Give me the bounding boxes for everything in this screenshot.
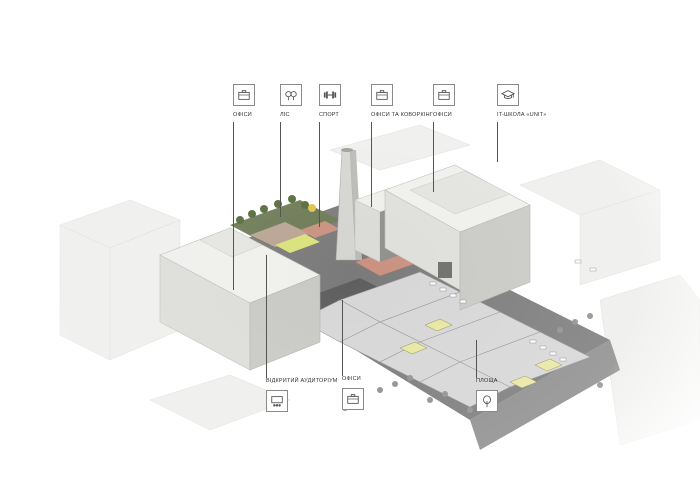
leader-line-offices-left <box>233 122 234 290</box>
callout-label: ПЛОЩА <box>476 378 498 384</box>
callout-label: СПОРТ <box>319 112 339 118</box>
briefcase-icon <box>371 84 393 106</box>
callout-coworking: ОФІСИ ТА КОВОРКІНГ <box>371 84 433 118</box>
leader-line-coworking <box>371 122 372 207</box>
callout-label: ОФІСИ <box>342 376 361 382</box>
leader-line-sport <box>319 122 320 227</box>
leader-line-offices-right <box>433 122 434 192</box>
callout-offices-bottom: ОФІСИ <box>342 376 364 410</box>
briefcase-icon <box>433 84 455 106</box>
briefcase-icon <box>342 388 364 410</box>
auditorium-icon <box>266 390 288 412</box>
callout-label: ОФІСИ <box>233 112 252 118</box>
callout-label: ВІДКРИТИЙ АУДИТОРІУМ <box>266 378 338 384</box>
callout-label: ОФІСИ <box>433 112 452 118</box>
callout-forest: ЛІС <box>280 84 302 118</box>
callout-label: ОФІСИ ТА КОВОРКІНГ <box>371 112 433 118</box>
callout-open-auditorium: ВІДКРИТИЙ АУДИТОРІУМ <box>266 378 338 412</box>
leader-line-offices-bottom <box>342 300 343 376</box>
dumbbell-icon <box>319 84 341 106</box>
leader-line-forest <box>280 122 281 217</box>
briefcase-icon <box>233 84 255 106</box>
trees-icon <box>280 84 302 106</box>
tree-icon <box>476 390 498 412</box>
leader-line-it-school <box>497 122 498 162</box>
callout-sport: СПОРТ <box>319 84 341 118</box>
callout-label: IT-ШКОЛА «UNIT» <box>497 112 547 118</box>
callout-it-school: IT-ШКОЛА «UNIT» <box>497 84 547 118</box>
callout-offices-left: ОФІСИ <box>233 84 255 118</box>
callout-offices-right: ОФІСИ <box>433 84 455 118</box>
callout-square: ПЛОЩА <box>476 378 498 412</box>
callout-label: ЛІС <box>280 112 290 118</box>
leader-line-auditorium <box>266 255 267 378</box>
leader-line-square <box>476 340 477 378</box>
graduation-cap-icon <box>497 84 519 106</box>
